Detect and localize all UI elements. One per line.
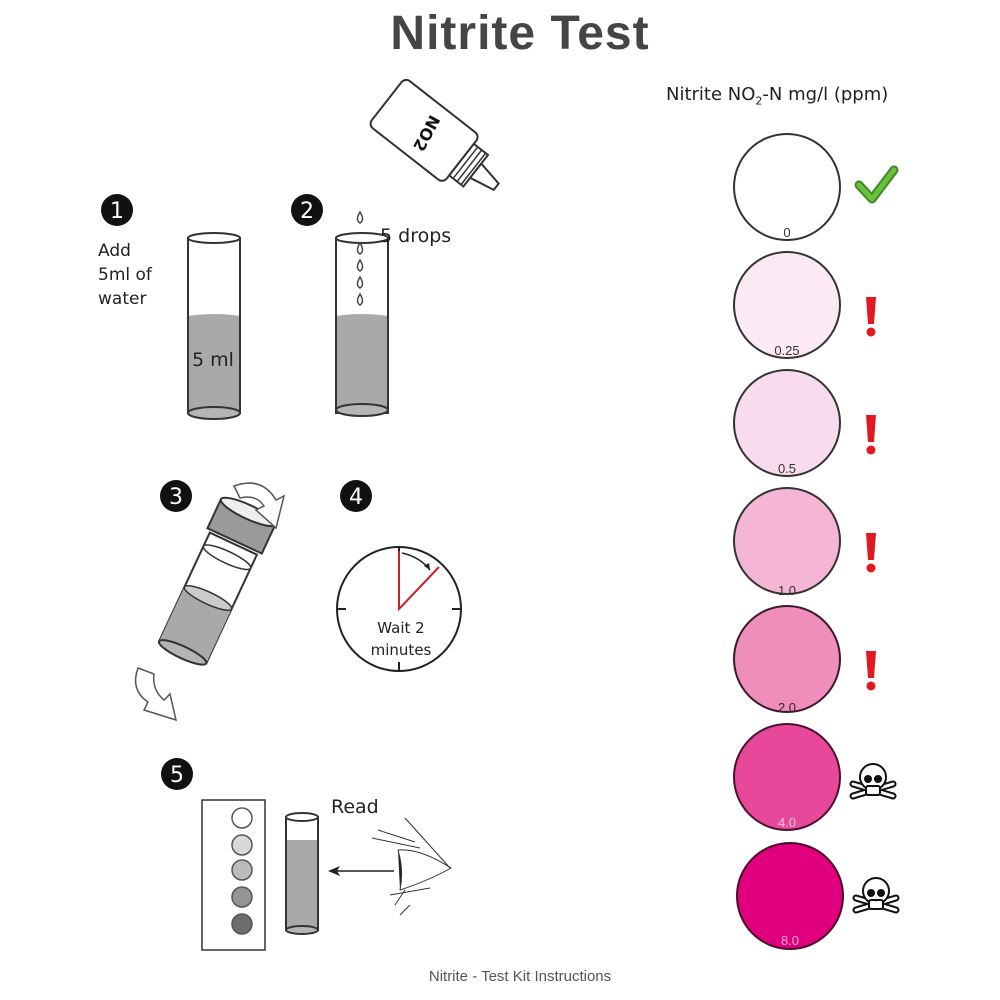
scale-swatch-0.5 xyxy=(733,369,841,477)
scale-value-label: 0 xyxy=(783,225,791,240)
step-number-badge xyxy=(160,480,192,512)
exclamation-icon xyxy=(866,415,876,455)
header-prefix: Nitrite NO xyxy=(666,84,756,105)
step-number: 1 xyxy=(110,199,124,224)
scale-swatch-2.0 xyxy=(733,605,841,713)
instruction-line: 5ml of xyxy=(98,265,152,285)
step-number: 5 xyxy=(170,763,184,788)
exclamation-icon xyxy=(866,297,876,337)
reagent-bottle-icon xyxy=(369,78,500,192)
scale-value-label: 8.0 xyxy=(780,933,800,948)
header-suffix: -N mg/l (ppm) xyxy=(762,84,889,105)
instruction-line: water xyxy=(98,289,147,309)
wait-line-2: minutes xyxy=(371,641,432,659)
exclamation-icon xyxy=(866,533,876,573)
step-number-badge xyxy=(161,758,193,790)
header-subscript: 2 xyxy=(755,94,763,108)
arrow-left-icon xyxy=(328,866,394,876)
eye-icon xyxy=(371,817,452,916)
page-title: Nitrite Test xyxy=(390,7,650,60)
timer-clock-icon xyxy=(336,546,462,672)
read-label: Read xyxy=(331,796,379,818)
step-1-instructions: Add 5ml of water xyxy=(98,239,152,311)
test-tube-icon xyxy=(187,232,241,420)
tube-volume-label: 5 ml xyxy=(192,349,234,371)
step-number-badge xyxy=(101,194,133,226)
step-number: 4 xyxy=(349,485,363,510)
scale-swatch-0 xyxy=(733,133,841,241)
scale-swatch-1.0 xyxy=(733,487,841,595)
test-tube-icon xyxy=(335,232,389,417)
step-number: 2 xyxy=(300,199,314,224)
step-number: 3 xyxy=(169,485,183,510)
step-3: 3 xyxy=(134,480,286,722)
drop-icons xyxy=(356,210,364,306)
step-5: 5 Read xyxy=(161,758,452,951)
test-tube-icon xyxy=(285,812,319,935)
caption: Nitrite - Test Kit Instructions xyxy=(428,968,612,985)
rotate-arrow-icon xyxy=(134,482,286,722)
step-number-badge xyxy=(340,480,372,512)
skull-crossbones-icon xyxy=(852,877,900,914)
exclamation-icon xyxy=(866,651,876,691)
steps-illustration: 1 5 ml 2 xyxy=(101,78,500,951)
step-4: 4 Wait 2 minutes xyxy=(336,480,462,672)
scale-value-label: 1.0 xyxy=(777,583,797,598)
scale-value-label: 4.0 xyxy=(777,815,797,830)
color-card-icon xyxy=(201,799,266,951)
wait-line-1: Wait 2 xyxy=(377,619,424,637)
scale-value-label: 2.0 xyxy=(777,700,797,715)
scale-swatch-0.25 xyxy=(733,251,841,359)
capped-tube-icon xyxy=(157,496,277,666)
scale-value-label: 0.25 xyxy=(774,343,800,358)
scale-swatch-8.0 xyxy=(736,842,844,950)
drops-label: 5 drops xyxy=(380,225,451,247)
scale-swatch-4.0 xyxy=(733,723,841,831)
scale-value-label: 0.5 xyxy=(777,461,797,476)
skull-crossbones-icon xyxy=(849,763,897,800)
check-icon xyxy=(854,165,899,204)
color-scale-header: Nitrite NO2-N mg/l (ppm) xyxy=(666,84,888,108)
instruction-line: Add xyxy=(98,241,131,261)
step-number-badge xyxy=(291,194,323,226)
step-2: 2 NO2 5 drops xyxy=(291,78,500,417)
step-1: 1 5 ml xyxy=(101,194,241,420)
